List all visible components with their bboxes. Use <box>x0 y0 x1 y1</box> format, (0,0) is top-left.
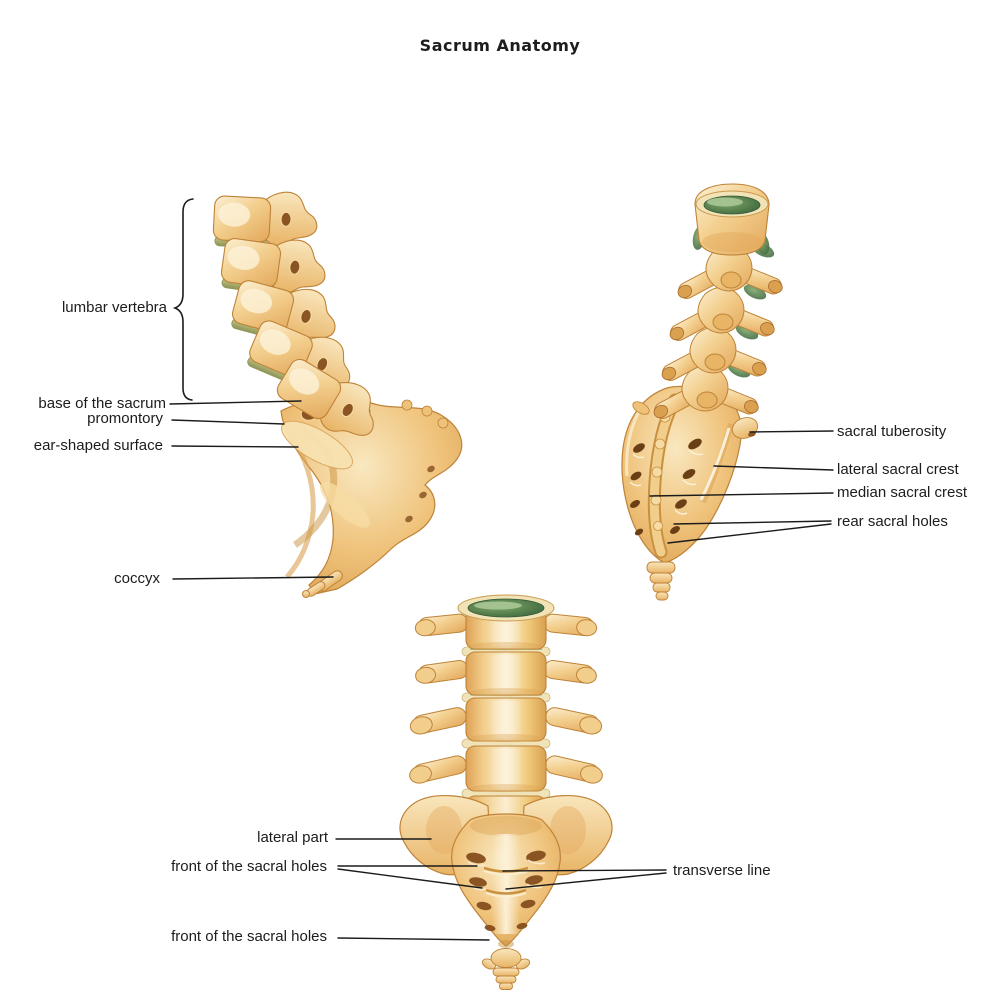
page-title: Sacrum Anatomy <box>419 36 581 55</box>
leader-rear-sacral-holes-1 <box>673 520 832 525</box>
leader-promontory <box>171 419 285 425</box>
lumbar-vertebrae-posterior <box>653 242 783 420</box>
leader-transverse-line-1 <box>502 869 667 872</box>
leader-front-sacral-holes-2 <box>337 937 490 941</box>
label-sacral-tuberosity: sacral tuberosity <box>837 423 947 440</box>
label-ear-shaped-surface: ear-shaped surface <box>33 437 163 454</box>
leader-rear-sacral-holes-2 <box>667 523 832 544</box>
rear-sacral-holes <box>630 438 702 536</box>
leader-transverse-line-2 <box>505 872 667 890</box>
leader-base-of-the-sacrum <box>169 400 302 405</box>
label-rear-sacral-holes: rear sacral holes <box>837 513 948 530</box>
leader-front-sacral-holes-1b <box>337 868 483 889</box>
leader-lateral-sacral-crest <box>713 465 834 471</box>
label-base-of-the-sacrum: base of the sacrum <box>38 395 166 412</box>
label-front-of-the-sacral-holes-lower: front of the sacral holes <box>171 928 327 945</box>
brace-lumbar-vertebra <box>172 198 194 401</box>
label-lumbar-vertebra: lumbar vertebra <box>61 299 167 316</box>
ear-shaped-surface-patch <box>281 420 353 470</box>
label-lateral-part: lateral part <box>257 829 328 846</box>
top-disc <box>457 594 555 622</box>
figure-lateral-view <box>212 191 463 598</box>
label-transverse-line: transverse line <box>673 862 771 879</box>
cut-vertebral-body <box>692 183 770 256</box>
label-coccyx: coccyx <box>114 570 160 587</box>
label-median-sacral-crest: median sacral crest <box>837 484 968 501</box>
coccyx-anterior <box>481 948 531 990</box>
leader-coccyx <box>172 576 334 580</box>
figure-posterior-view <box>621 183 783 601</box>
leader-sacral-tuberosity <box>749 430 834 433</box>
label-lateral-sacral-crest: lateral sacral crest <box>837 461 959 478</box>
sacrum-posterior <box>621 385 759 601</box>
leader-median-sacral-crest <box>649 492 834 497</box>
coccyx-posterior <box>646 561 676 601</box>
figure-anterior-view <box>399 594 613 990</box>
lumbar-vertebrae-lateral <box>212 191 374 436</box>
sacrum-anterior <box>399 795 613 990</box>
label-front-of-the-sacral-holes-upper: front of the sacral holes <box>171 858 327 875</box>
leader-ear-shaped-surface <box>171 445 299 448</box>
label-promontory: promontory <box>87 410 163 427</box>
front-sacral-holes <box>466 850 546 932</box>
